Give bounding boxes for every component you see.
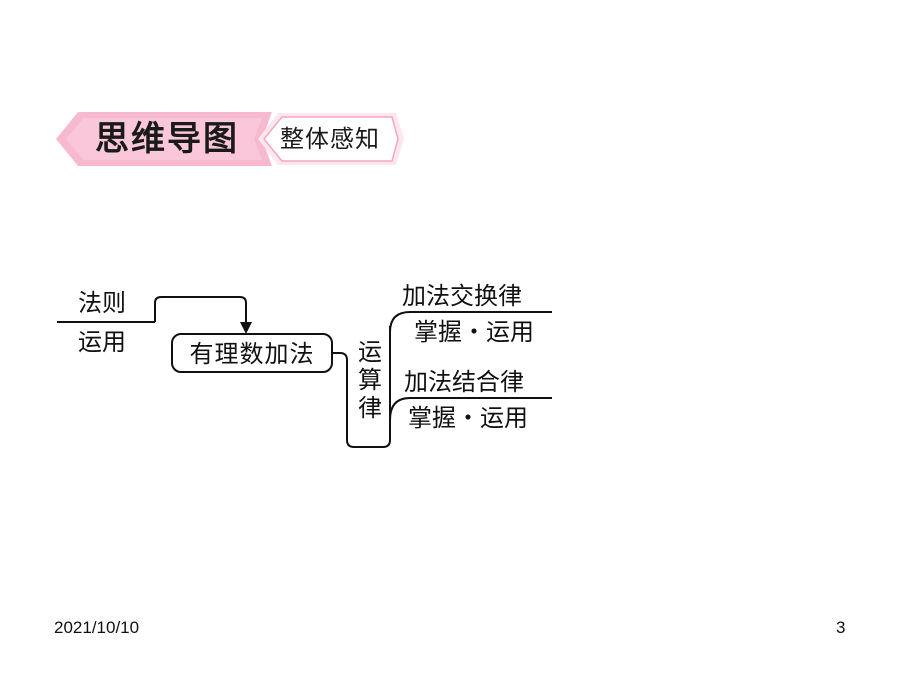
input-label-apply: 运用 [78, 328, 126, 356]
law-detail-associative: 掌握・运用 [408, 404, 528, 432]
connector-arrowhead [240, 322, 252, 334]
header-banner-inner [66, 118, 262, 160]
center-node-label: 有理数加法 [189, 340, 315, 368]
header-subtitle: 整体感知 [280, 125, 380, 153]
center-to-branch-connector [332, 326, 391, 448]
footer-page-number: 3 [836, 618, 846, 637]
branch-curve-associative [389, 397, 552, 421]
subtitle-tag-inner [263, 116, 399, 162]
header-title: 思维导图 [95, 119, 239, 159]
input-label-rule: 法则 [78, 289, 126, 317]
law-name-commutative: 加法交换律 [402, 282, 522, 310]
law-name-associative: 加法结合律 [404, 368, 524, 396]
branch-curve-commutative [389, 311, 552, 333]
law-detail-commutative: 掌握・运用 [414, 318, 534, 346]
branch-label-laws: 运算律 [358, 338, 382, 422]
footer-date: 2021/10/10 [54, 618, 140, 637]
input-to-center-connector [154, 296, 247, 324]
